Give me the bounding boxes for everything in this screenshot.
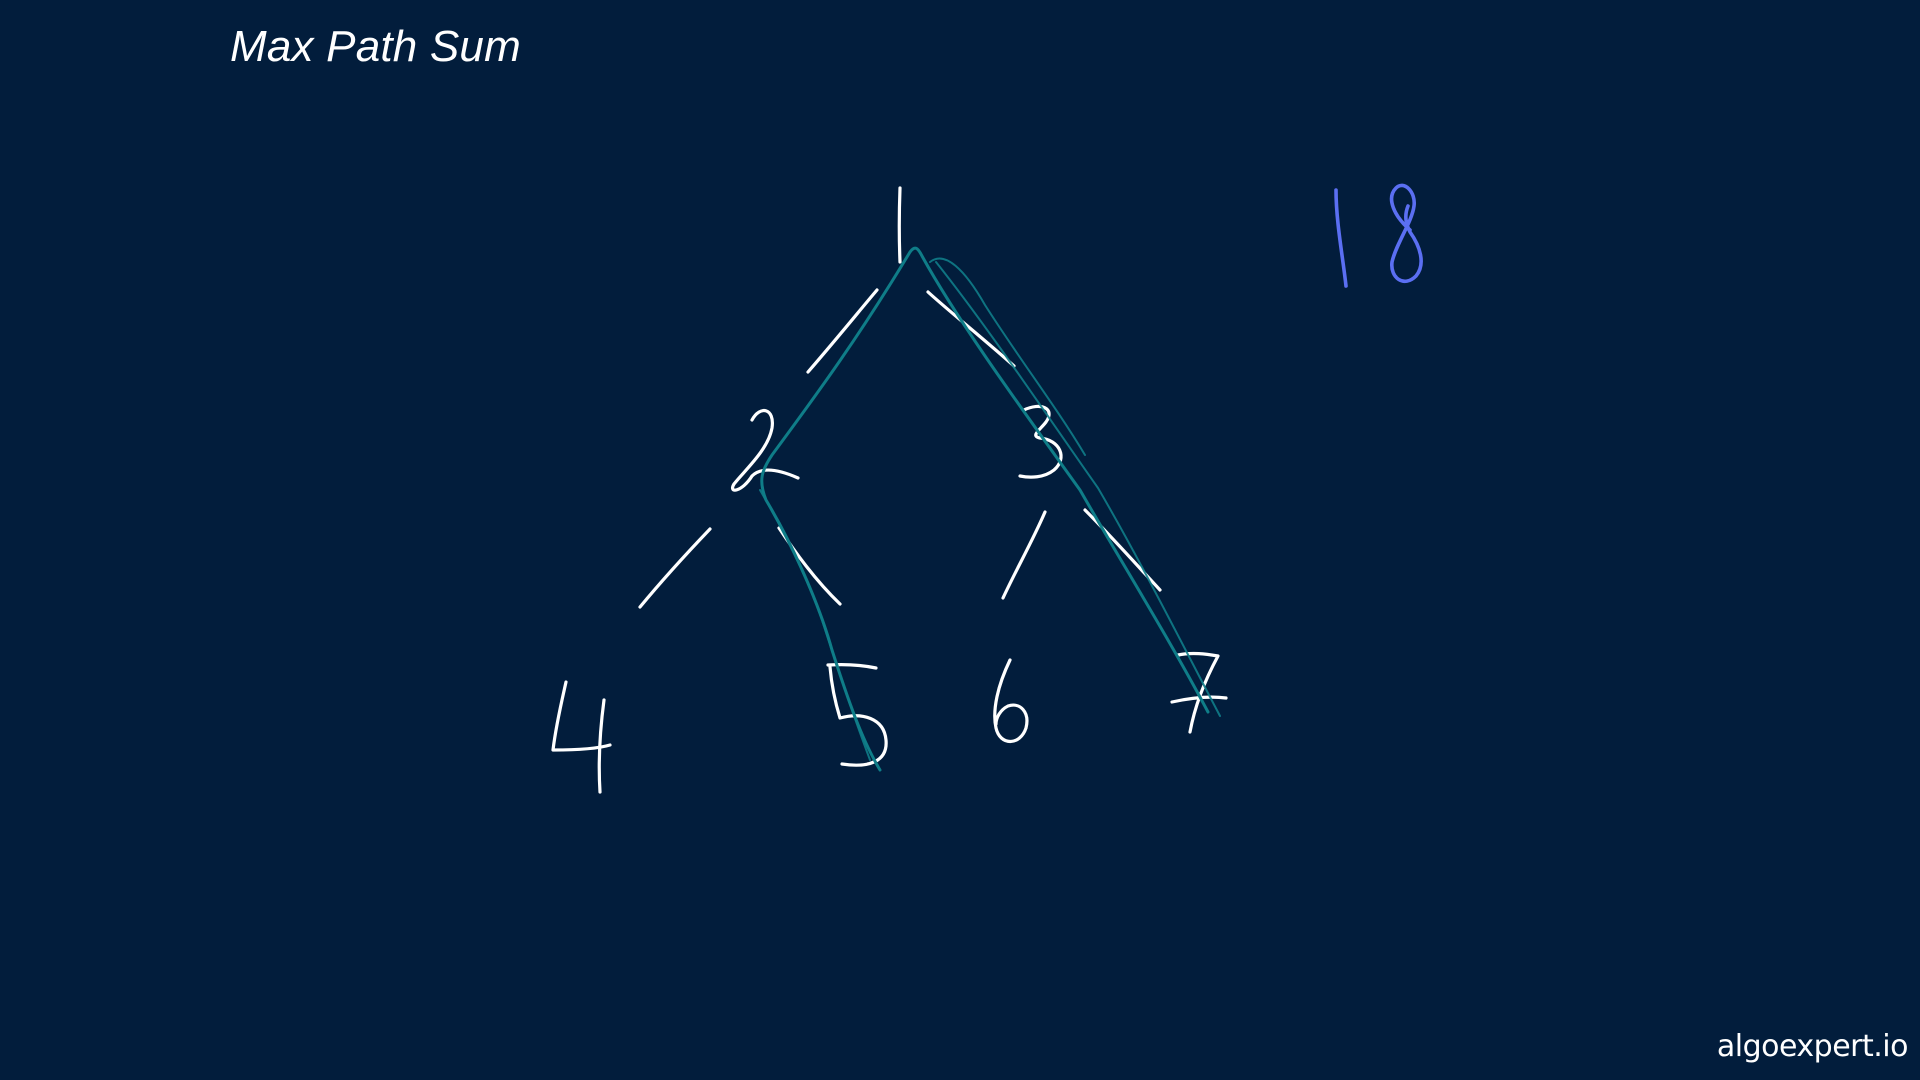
node-5 bbox=[826, 663, 888, 767]
node-4 bbox=[551, 680, 612, 794]
digit-5 bbox=[826, 663, 888, 767]
edge-3-7 bbox=[1083, 508, 1162, 592]
digit-2 bbox=[731, 409, 800, 492]
node-2 bbox=[731, 409, 800, 492]
digit-4-stem bbox=[597, 698, 606, 794]
result-digit-8 bbox=[1389, 183, 1423, 283]
edge-3-6 bbox=[1001, 510, 1047, 600]
result-digit-1 bbox=[1334, 188, 1348, 288]
digit-4 bbox=[551, 680, 612, 752]
highlighted-path bbox=[759, 246, 1221, 772]
node-6 bbox=[993, 658, 1029, 744]
digit-6 bbox=[993, 658, 1029, 744]
page-title: Max Path Sum bbox=[230, 22, 521, 71]
edge-1-3 bbox=[926, 290, 1016, 368]
edge-1-2 bbox=[806, 288, 879, 374]
result-18 bbox=[1334, 183, 1423, 288]
node-3 bbox=[1018, 404, 1063, 479]
watermark-logo: algoexpert.io bbox=[1716, 1029, 1909, 1064]
node-1 bbox=[897, 186, 902, 264]
digit-1 bbox=[897, 186, 902, 264]
digit-3 bbox=[1018, 404, 1063, 479]
path-stroke-right bbox=[759, 261, 1221, 761]
path-stroke-loop bbox=[929, 257, 1086, 456]
edge-2-4 bbox=[638, 527, 712, 609]
